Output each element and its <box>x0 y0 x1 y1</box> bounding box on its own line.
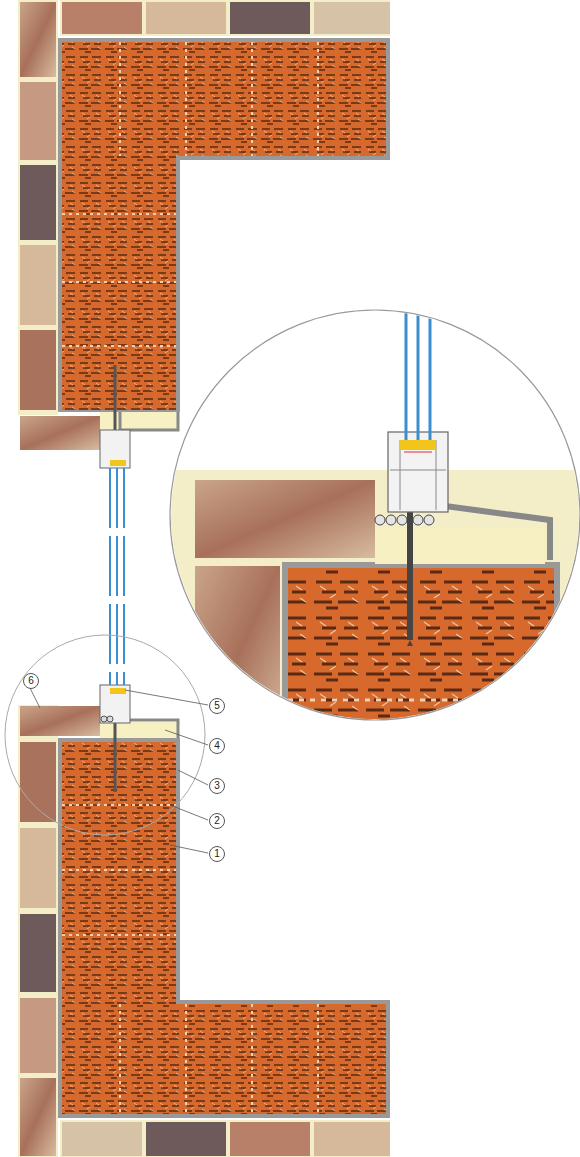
callout-number: 5 <box>209 698 225 714</box>
callout-number: 4 <box>209 738 225 754</box>
callout-number: 2 <box>209 813 225 829</box>
callout-number: 1 <box>209 846 225 862</box>
callout-number: 3 <box>209 778 225 794</box>
callout-number: 6 <box>23 673 39 689</box>
